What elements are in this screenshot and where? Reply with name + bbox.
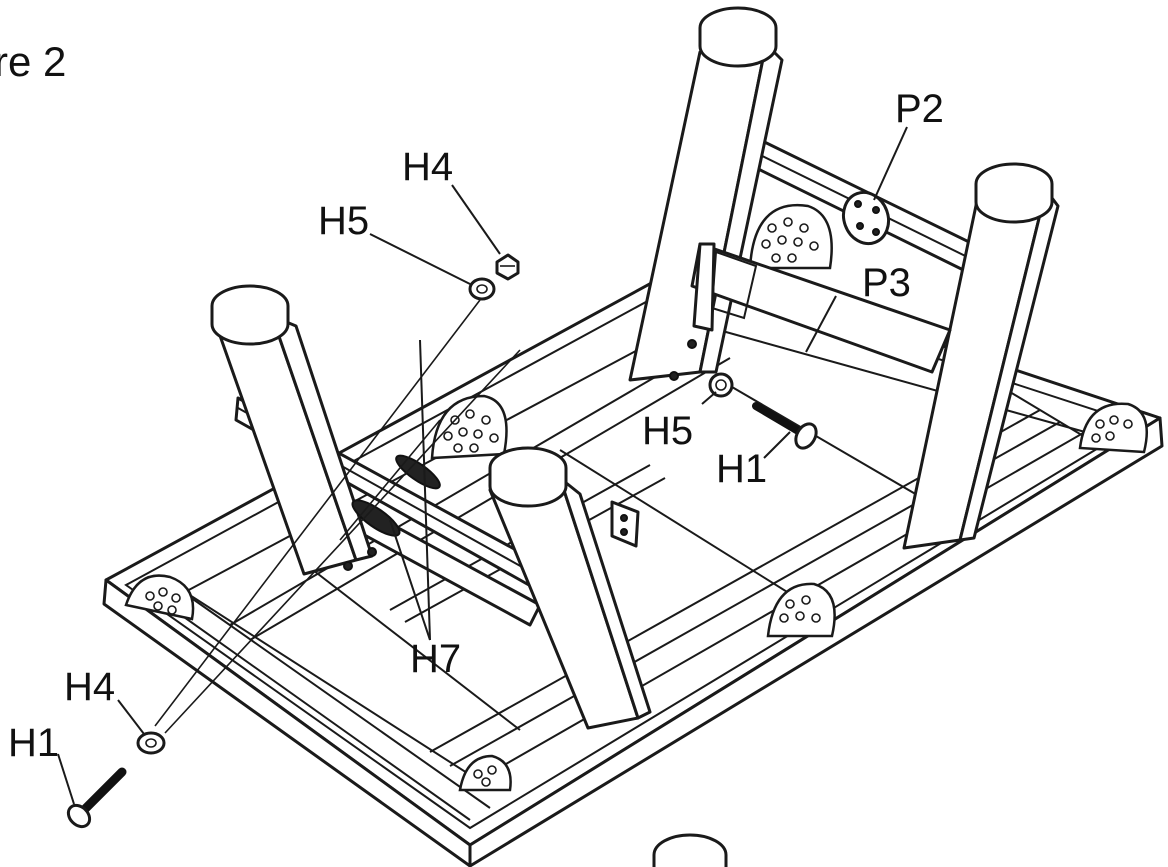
foot-caps [210,6,1054,867]
center-bracket [610,500,640,548]
washer-h5-mid [708,372,734,398]
foot-cap-right [974,162,1054,224]
part-p2-disc [841,190,891,246]
label-p2: P2 [895,87,944,131]
part-h7-plates [351,454,441,537]
label-h4-bottom: H4 [64,665,115,709]
washer-h5-top [468,277,496,301]
hardware [66,253,818,829]
label-p3: P3 [862,261,911,305]
foot-cap-back [698,6,778,68]
pad-back-left [430,394,508,460]
part-p3-plate [669,242,952,381]
foot-cap-left [210,284,290,346]
label-h5-top: H5 [318,199,369,243]
pad-back-right [748,203,833,270]
label-h7: H7 [410,637,461,681]
leader-lines [57,126,908,805]
figure-title: re 2 [0,38,66,85]
foot-cap-front [488,446,568,508]
bolt-h1-bottom [66,767,127,829]
label-h1-mid: H1 [716,447,767,491]
bolt-h1-mid [752,402,818,450]
foot-cap-loose [652,833,728,867]
pad-front-corner [458,754,512,792]
pad-front-middle [766,582,836,638]
label-h5-mid: H5 [642,409,693,453]
label-h1-bottom: H1 [8,721,59,765]
rubber-pads [124,203,1148,792]
washer-h4-bottom [136,731,166,755]
pad-right-corner [1078,402,1148,454]
label-h4-top: H4 [402,145,453,189]
nut-h4-top [495,253,520,281]
pad-left-corner [124,574,195,621]
tabletop [102,260,1164,867]
